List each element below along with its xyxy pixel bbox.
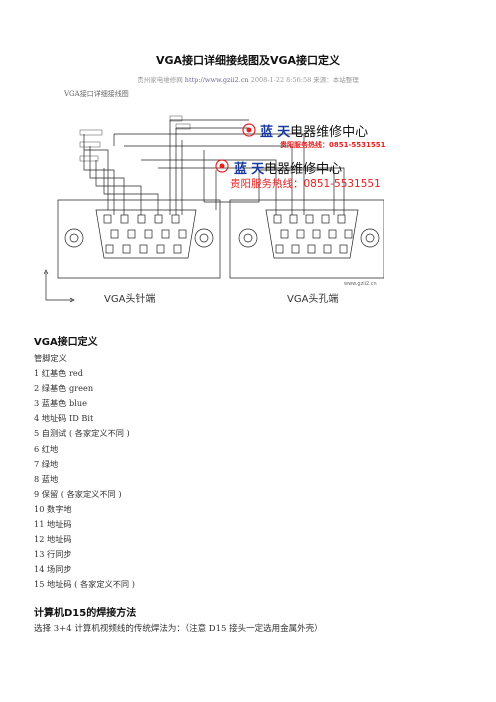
list-item: 4 地址码 ID Bit [34,413,94,424]
section-heading-solder: 计算机D15的焊接方法 [34,608,137,619]
list-item: 11 地址码 [34,519,72,530]
list-item: 9 保留 ( 各家定义不同 ) [34,488,122,499]
left-connector-label: VGA头针端 [104,294,156,305]
page-title: VGA接口详细接线图及VGA接口定义 [155,54,341,67]
logo-emblems [215,123,256,173]
section-heading-pins: VGA接口定义 [34,337,98,348]
source-site: 贵州家电维修网 [137,76,183,84]
list-intro: 管脚定义 [34,353,67,363]
vga-wiring-diagram: 蓝 天电器维修中心 贵阳服务热线：0851-5531551 蓝 天电器维修中心 … [44,110,386,310]
source-link[interactable]: http://www.gzii2.cn [184,76,249,84]
solder-paragraph: 选择 3+4 计算机视频线的传统焊法为：（注意 D15 接头一定选用金属外壳） [34,624,323,634]
publish-date: 2008-1-22 8:56:58 [250,76,312,84]
list-item: 1 红基色 red [34,368,83,379]
list-item: 12 地址码 [34,534,72,545]
logo-main-1: 电器维修中心 [290,125,369,140]
list-item: 2 绿基色 green [34,383,94,394]
wiring-drawing [44,115,384,303]
left-pins [103,214,187,254]
list-item: 15 地址码 ( 各家定义不同 ) [34,579,135,590]
logo-blue-3: 蓝 [234,162,248,177]
list-item: 5 自测试 ( 各家定义不同 ) [34,428,130,439]
list-item: 8 蓝地 [34,473,59,484]
right-pins [273,214,353,254]
pin-definition-list: 管脚定义 1 红基色 red 2 绿基色 green 3 蓝基色 blue 4 … [34,351,135,593]
article-meta: 贵州家电维修网 http://www.gzii2.cn 2008-1-22 8:… [0,74,496,84]
logo-blue-2: 天 [277,125,291,140]
hotline-2: 贵阳服务热线：0851-5531551 [230,178,381,190]
logo-blue-4: 天 [251,162,265,177]
logo-blue-1: 蓝 [260,125,274,140]
logo-line-2: 蓝 天电器维修中心 [234,158,342,177]
figure-caption: VGA接口详细接线图 [64,90,129,98]
right-connector-label: VGA头孔端 [287,294,339,305]
hotline-1: 贵阳服务热线：0851-5531551 [280,141,386,149]
list-item: 13 行同步 [34,549,72,560]
source-origin: 来源：本站整理 [313,76,359,84]
list-item: 14 场同步 [34,564,72,575]
list-item: 7 绿地 [34,458,59,469]
list-item: 6 红地 [34,443,59,454]
logo-main-2: 电器维修中心 [264,162,343,177]
list-item: 3 蓝基色 blue [34,398,87,409]
site-watermark: www.gzii2.cn [344,281,377,287]
logo-line-1: 蓝 天电器维修中心 [260,121,368,140]
list-item: 10 数字地 [34,503,72,514]
